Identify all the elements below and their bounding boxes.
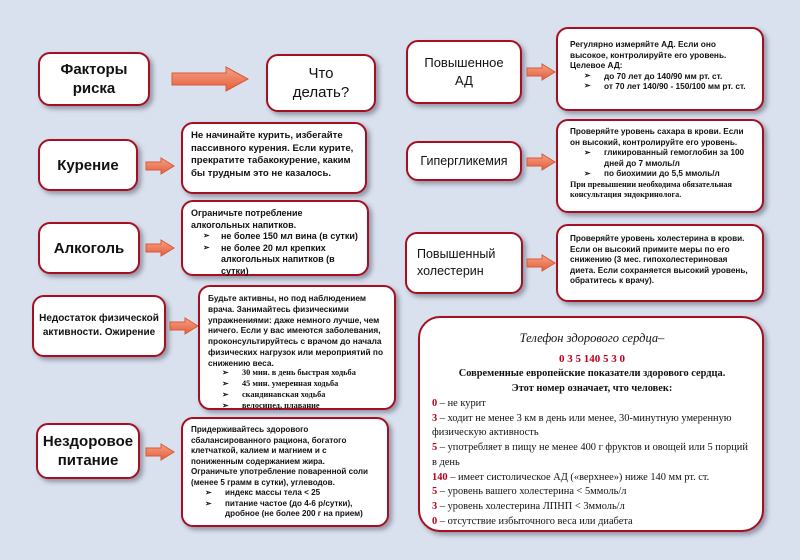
arrow-icon <box>145 239 175 257</box>
phone-item-text: – уровень холестерина ЛПНП < 3ммоль/л <box>437 501 625 513</box>
alcohol-intro: Ограничьте потребление алкогольных напит… <box>191 208 303 230</box>
arrow-icon <box>526 153 556 171</box>
arrow-icon <box>145 157 175 175</box>
alcohol-advice-box: Ограничьте потребление алкогольных напит… <box>181 200 369 276</box>
arrow-icon <box>145 443 175 461</box>
factors-box: Факторы риска <box>38 52 150 106</box>
smoking-title: Курение <box>57 156 119 174</box>
activity-advice-box: Будьте активны, но под наблюдением врача… <box>198 285 396 412</box>
glycemia-box: Гипергликемия <box>406 141 522 181</box>
arrow-icon <box>526 254 556 272</box>
pressure-item: от 70 лет 140/90 - 150/100 мм рт. ст. <box>570 81 754 92</box>
arrow-icon <box>171 66 250 92</box>
nutrition-item: индекс массы тела < 25 <box>191 488 379 499</box>
phone-subtitle1: Современные европейские показатели здоро… <box>458 368 726 380</box>
glycemia-advice-box: Проверяйте уровень сахара в крови. Если … <box>556 119 764 213</box>
glycemia-item: гликированный гемоглобин за 100 дней до … <box>570 148 754 169</box>
phone-item-text: – имеет систолическое АД («верхнее») ниж… <box>447 471 710 483</box>
phone-item: 3 – уровень холестерина ЛПНП < 3ммоль/л <box>432 500 752 515</box>
factors-line1: Факторы <box>60 60 128 78</box>
phone-item-text: – употребляет в пищу не менее 400 г фрук… <box>432 442 748 468</box>
phone-item: 140 – имеет систолическое АД («верхнее»)… <box>432 471 752 486</box>
arrow-icon <box>169 317 199 335</box>
glycemia-note: При превышении необходима обязательная к… <box>570 179 732 200</box>
phone-item: 0 – не курит <box>432 397 752 412</box>
pressure-target: Целевое АД: <box>570 60 623 71</box>
phone-number: 0 3 5 140 5 3 0 <box>559 352 625 365</box>
phone-item: 0 – отсутствие избыточного веса или диаб… <box>432 515 752 530</box>
phone-item: 3 – ходит не менее 3 км в день или менее… <box>432 412 752 442</box>
phone-item-num: 0 <box>432 516 438 528</box>
nutrition-intro2: Ограничьте употребление поваренной соли … <box>191 467 368 487</box>
phone-item: 5 – уровень вашего холестерина < 5ммоль/… <box>432 485 752 500</box>
pressure-title-line2: АД <box>455 73 473 88</box>
smoking-box: Курение <box>38 139 138 191</box>
phone-subtitle2: Этот номер означает, что человек: <box>511 383 673 395</box>
cholesterol-box: Повышенный холестерин <box>405 232 523 294</box>
pressure-item: до 70 лет до 140/90 мм рт. ст. <box>570 71 754 82</box>
activity-item: скандинавская ходьба <box>208 390 386 401</box>
cholesterol-title-line1: Повышенный <box>417 246 496 261</box>
smoking-advice-text: Не начинайте курить, избегайте пассивног… <box>191 130 354 179</box>
alcohol-title: Алкоголь <box>53 239 125 257</box>
what-to-do-line1: Что <box>308 64 334 82</box>
glycemia-title: Гипергликемия <box>420 154 508 168</box>
phone-item-text: – не курит <box>437 397 486 409</box>
pressure-advice-box: Регулярно измеряйте АД. Если оно высокое… <box>556 27 764 111</box>
activity-item: велосипед, плавание <box>208 401 386 412</box>
nutrition-title-line2: питание <box>57 452 119 469</box>
nutrition-advice-box: Придерживайтесь здорового сбалансированн… <box>181 417 389 527</box>
phone-item-num: 140 <box>432 471 448 483</box>
phone-item-text: – ходит не менее 3 км в день или менее, … <box>432 412 732 439</box>
glycemia-item: по биохимии до 5,5 ммоль/л <box>570 169 754 180</box>
glycemia-intro: Проверяйте уровень сахара в крови. Если … <box>570 127 744 147</box>
phone-item: 5 – употребляет в пищу не менее 400 г фр… <box>432 441 752 471</box>
nutrition-title-line1: Нездоровое <box>42 432 134 450</box>
healthy-heart-phone-box: Телефон здорового сердца– 0 3 5 140 5 3 … <box>418 316 764 532</box>
activity-item: 30 мин. в день быстрая ходьба <box>208 368 386 379</box>
phone-item-num: 5 <box>432 442 438 454</box>
nutrition-box: Нездоровое питание <box>36 423 140 479</box>
phone-item-text: – уровень вашего холестерина < 5ммоль/л <box>437 486 627 498</box>
cholesterol-advice-box: Проверяйте уровень холестерина в крови. … <box>556 224 764 302</box>
nutrition-intro: Придерживайтесь здорового сбалансированн… <box>191 425 347 466</box>
alcohol-item: не более 20 мл крепких алкогольных напит… <box>191 243 359 278</box>
alcohol-item: не более 150 мл вина (в сутки) <box>191 231 359 243</box>
smoking-advice-box: Не начинайте курить, избегайте пассивног… <box>181 122 367 194</box>
activity-title: Недостаток физической активности. Ожирен… <box>39 313 159 338</box>
phone-item-num: 3 <box>432 412 438 424</box>
what-to-do-box: Что делать? <box>266 54 376 112</box>
nutrition-item: питание частое (до 4-6 р/сутки), дробное… <box>191 499 379 520</box>
phone-item-num: 0 <box>432 397 438 409</box>
phone-item-num: 5 <box>432 486 438 498</box>
factors-line2: риска <box>72 80 116 97</box>
pressure-title-line1: Повышенное <box>424 55 504 71</box>
arrow-icon <box>526 63 556 81</box>
activity-item: 45 мин. умеренная ходьба <box>208 379 386 390</box>
phone-title: Телефон здорового сердца– <box>519 331 665 345</box>
pressure-intro: Регулярно измеряйте АД. Если оно высокое… <box>570 39 727 60</box>
cholesterol-title-line2: холестерин <box>417 264 484 278</box>
alcohol-box: Алкоголь <box>38 222 140 274</box>
phone-item-text: – отсутствие избыточного веса или диабет… <box>437 516 633 528</box>
phone-item-num: 3 <box>432 501 438 513</box>
what-to-do-line2: делать? <box>292 84 350 101</box>
activity-intro: Будьте активны, но под наблюдением врача… <box>208 293 384 368</box>
cholesterol-text: Проверяйте уровень холестерина в крови. … <box>570 234 748 285</box>
activity-box: Недостаток физической активности. Ожирен… <box>32 295 166 357</box>
